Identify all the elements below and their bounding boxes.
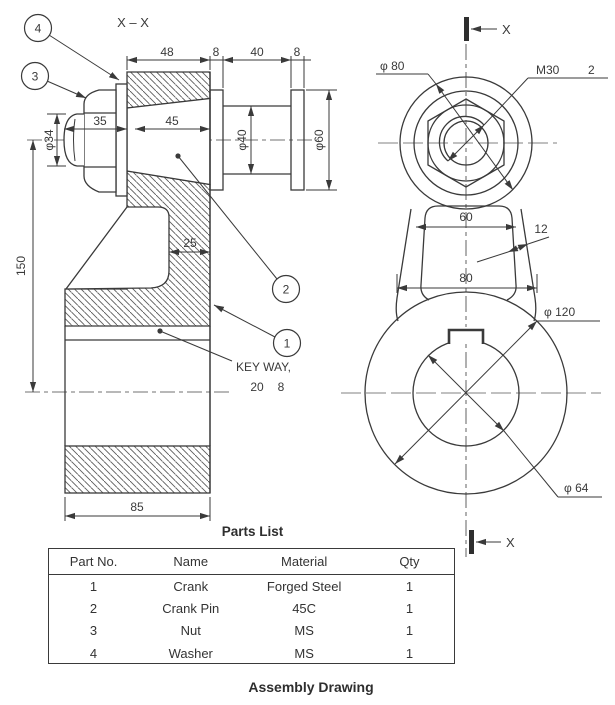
cell-part-no: 1 (89, 578, 98, 594)
dim-35: 35 (93, 114, 107, 128)
left-section-view (20, 13, 337, 521)
balloon-leaders (46, 34, 278, 362)
cell-name: Washer (168, 645, 213, 661)
col-qty: Qty (399, 554, 420, 569)
nut (83, 89, 117, 193)
dim-45: 45 (165, 114, 179, 128)
cell-name: Nut (180, 623, 201, 639)
dim-phi34 (47, 113, 66, 167)
balloon-4 (23, 13, 53, 43)
parts-list-table: Part No. Name Material Qty 1 Crank Forge… (48, 548, 455, 664)
right-view-dims (376, 73, 608, 498)
balloon-1-label: 1 (284, 337, 291, 351)
col-material: Material (281, 554, 328, 569)
col-name: Name (173, 554, 209, 569)
thread-arc (438, 115, 485, 162)
table-row: 2 Crank Pin 45C 1 (49, 597, 454, 619)
balloon-2-label: 2 (283, 283, 290, 297)
dim-phi64: φ 64 (564, 481, 589, 495)
web-recess (64, 206, 170, 290)
dim-40: 40 (250, 45, 264, 59)
cell-qty: 1 (405, 578, 414, 594)
cell-part-no: 4 (89, 645, 98, 661)
pin-end (63, 113, 84, 167)
drawing-caption: Assembly Drawing (248, 679, 374, 695)
dim-phi120: φ 120 (544, 305, 575, 319)
dim-phi40: φ40 (235, 129, 249, 150)
section-mark-x-top: X (502, 22, 511, 37)
balloons (20, 13, 302, 358)
table-row: 3 Nut MS 1 (49, 620, 454, 642)
keyway-note: KEY WAY, (236, 360, 291, 374)
balloon-4-label: 4 (35, 22, 42, 36)
parts-list-header: Part No. Name Material Qty (49, 549, 454, 575)
cutting-plane-bar-bottom (469, 530, 474, 554)
right-view-labels: φ 80 M30 2 60 12 80 φ 120 φ 64 X X (380, 22, 595, 550)
cutting-plane-marks (464, 17, 501, 554)
dim-85 (64, 497, 211, 521)
dim-25: 25 (183, 236, 197, 250)
cell-material: MS (294, 623, 314, 639)
dim-phi80: φ 80 (380, 59, 405, 73)
cell-material: 45C (292, 601, 317, 617)
cell-qty: 1 (405, 645, 414, 661)
crank-pin-journal (209, 89, 305, 191)
dim-80: 80 (459, 271, 473, 285)
table-row: 1 Crank Forged Steel 1 (49, 575, 454, 597)
dim-top-row (126, 56, 311, 88)
balloon-3 (20, 61, 50, 91)
washer (115, 83, 128, 197)
cell-part-no: 3 (89, 623, 98, 639)
cell-part-no: 2 (89, 601, 98, 617)
crank-pin-taper (126, 97, 211, 186)
dim-60: 60 (459, 210, 473, 224)
keyway-height: 8 (278, 380, 285, 394)
left-view-labels: X – X 48 8 40 8 35 45 25 85 φ34 φ40 φ60 … (14, 15, 326, 514)
section-mark-x-bottom: X (506, 535, 515, 550)
cell-material: MS (294, 645, 314, 661)
dim-8a: 8 (213, 45, 220, 59)
section-label: X – X (117, 15, 149, 30)
cell-qty: 1 (405, 601, 414, 617)
keyway-width: 20 (250, 380, 264, 394)
dim-m30-pitch: 2 (588, 63, 595, 77)
balloon-2 (271, 274, 301, 304)
table-row: 4 Washer MS 1 (49, 642, 454, 664)
cutting-plane-bar-top (464, 17, 469, 41)
cell-name: Crank Pin (162, 601, 220, 617)
dim-m30: M30 (536, 63, 560, 77)
parts-list-title: Parts List (221, 524, 284, 539)
cell-material: Forged Steel (266, 578, 342, 594)
dim-85: 85 (130, 500, 144, 514)
dim-12: 12 (534, 222, 548, 236)
cell-qty: 1 (405, 623, 414, 639)
col-part-no: Part No. (69, 554, 118, 569)
dim-phi34: φ34 (42, 129, 56, 150)
balloon-3-label: 3 (32, 70, 39, 84)
dim-48: 48 (160, 45, 174, 59)
dim-phi40-phi60 (247, 89, 337, 191)
balloon-1 (272, 328, 302, 358)
dim-150: 150 (14, 256, 28, 276)
right-front-view (341, 17, 608, 557)
cell-name: Crank (173, 578, 209, 594)
dim-8b: 8 (294, 45, 301, 59)
dim-phi60: φ60 (312, 129, 326, 150)
